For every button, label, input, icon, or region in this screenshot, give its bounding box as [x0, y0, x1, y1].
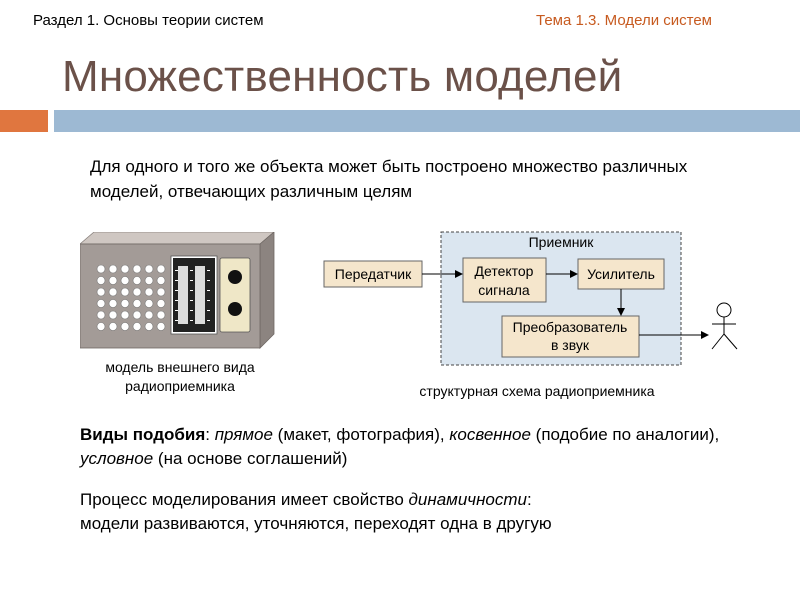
speaker-hole	[156, 276, 166, 285]
speaker-hole	[144, 299, 154, 308]
process-text2: :	[527, 490, 532, 509]
speaker-hole	[108, 310, 118, 320]
speaker-hole	[144, 264, 154, 274]
speaker-hole	[144, 322, 154, 331]
amplifier-label: Усилитель	[587, 266, 655, 282]
accent-bar-orange	[0, 110, 48, 132]
diagram-caption: структурная схема радиоприемника	[419, 383, 655, 399]
speaker-hole	[144, 287, 154, 297]
block-diagram: Приемник Передатчик Детектор сигнала Уси…	[323, 231, 738, 366]
transmitter-label: Передатчик	[335, 266, 412, 282]
speaker-hole	[108, 276, 118, 285]
page-title: Множественность моделей	[62, 52, 623, 101]
topic-label: Тема 1.3. Модели систем	[536, 12, 712, 29]
speaker-hole	[120, 264, 130, 274]
speaker-hole	[156, 322, 166, 331]
similarity-sep: :	[205, 425, 215, 444]
speaker-hole	[120, 299, 130, 308]
similarity-conditional-note: (на основе соглашений)	[153, 449, 348, 468]
speaker-hole	[120, 310, 130, 320]
detector-label-line2: сигнала	[478, 282, 530, 298]
speaker-hole	[96, 310, 106, 320]
speaker-hole	[96, 287, 106, 297]
speaker-hole	[120, 322, 130, 331]
speaker-hole	[120, 287, 130, 297]
converter-label-line1: Преобразователь	[513, 319, 628, 335]
similarity-paragraph: Виды подобия: прямое (макет, фотография)…	[80, 423, 740, 471]
accent-bar-blue	[54, 110, 800, 132]
knob-icon	[228, 270, 242, 284]
speaker-hole	[144, 310, 154, 320]
speaker-hole	[96, 299, 106, 308]
speaker-hole	[156, 310, 166, 320]
similarity-heading: Виды подобия	[80, 425, 206, 444]
speaker-hole	[132, 299, 142, 308]
process-line2: модели развиваются, уточняются, переходя…	[80, 514, 552, 533]
process-line1: Процесс моделирования имеет свойство дин…	[80, 488, 740, 512]
speaker-hole	[108, 287, 118, 297]
similarity-direct-note: (макет, фотография),	[272, 425, 450, 444]
speaker-hole	[108, 264, 118, 274]
similarity-direct: прямое	[214, 425, 273, 444]
similarity-indirect: косвенное	[449, 425, 531, 444]
speaker-hole	[156, 299, 166, 308]
detector-label-line1: Детектор	[475, 263, 534, 279]
amplifier-box	[577, 258, 665, 290]
speaker-hole	[132, 287, 142, 297]
speaker-hole	[108, 299, 118, 308]
intro-text: Для одного и того же объекта может быть …	[90, 157, 688, 201]
speaker-hole	[144, 276, 154, 285]
listener-icon	[711, 302, 738, 350]
speaker-hole	[120, 276, 130, 285]
speaker-hole	[132, 276, 142, 285]
speaker-hole	[96, 322, 106, 331]
speaker-hole	[108, 322, 118, 331]
section-label: Раздел 1. Основы теории систем	[33, 12, 264, 29]
process-dynamic: динамичности	[408, 490, 528, 509]
speaker-grill	[96, 264, 166, 331]
radio-illustration	[80, 232, 275, 349]
speaker-hole	[156, 264, 166, 274]
detector-box	[462, 257, 547, 303]
process-paragraph: Процесс моделирования имеет свойство дин…	[80, 488, 740, 536]
speaker-hole	[132, 310, 142, 320]
converter-box	[501, 315, 640, 358]
similarity-conditional: условное	[80, 449, 154, 468]
similarity-indirect-note: (подобие по аналогии),	[530, 425, 720, 444]
knob-icon	[228, 302, 242, 316]
process-text1: Процесс моделирования имеет свойство	[80, 490, 409, 509]
speaker-hole	[132, 264, 142, 274]
radio-caption: модель внешнего вида радиоприемника	[105, 359, 255, 394]
speaker-hole	[96, 264, 106, 274]
converter-label-line2: в звук	[551, 337, 590, 353]
receiver-label: Приемник	[529, 234, 595, 250]
speaker-hole	[96, 276, 106, 285]
speaker-hole	[132, 322, 142, 331]
speaker-hole	[156, 287, 166, 297]
